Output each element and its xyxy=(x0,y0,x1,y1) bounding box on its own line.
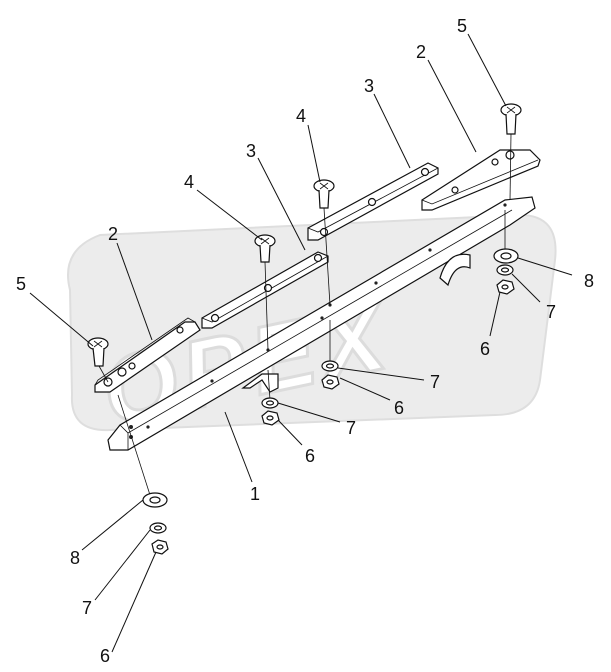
callout-6-right: 6 xyxy=(480,339,490,359)
callout-6-bottom: 6 xyxy=(100,646,110,666)
bolt-5-right xyxy=(500,103,522,135)
bolt-4-right xyxy=(313,179,335,209)
callout-6-mid-a: 6 xyxy=(305,446,315,466)
callout-2-right: 2 xyxy=(416,42,426,62)
lockwasher-7-mid-b xyxy=(321,360,339,372)
lockwasher-7-mid-a xyxy=(261,397,279,409)
leader-lines xyxy=(29,33,573,653)
callout-8-right: 8 xyxy=(584,271,594,291)
callout-5-left: 5 xyxy=(16,274,26,294)
lockwasher-7-bottom xyxy=(149,522,167,534)
bolt-5-left xyxy=(87,337,109,367)
assembly-lines xyxy=(98,133,512,496)
callout-1: 1 xyxy=(250,484,260,504)
callout-3-left: 3 xyxy=(246,141,256,161)
callout-5-right: 5 xyxy=(457,16,467,36)
callout-6-mid-b: 6 xyxy=(394,398,404,418)
nut-6-mid-a xyxy=(261,410,280,426)
callout-4-right: 4 xyxy=(296,106,306,126)
nut-6-bottom xyxy=(151,539,169,555)
callout-3-right: 3 xyxy=(364,76,374,96)
callout-8-bottom: 8 xyxy=(70,548,80,568)
callout-7-mid-b: 7 xyxy=(430,372,440,392)
callout-7-mid-a: 7 xyxy=(346,418,356,438)
plate-3-left xyxy=(201,251,329,329)
callout-7-right: 7 xyxy=(546,302,556,322)
callout-labels: 5 2 4 3 4 3 2 5 1 7 6 7 6 8 7 6 8 7 6 xyxy=(16,16,594,666)
washer-8-bottom xyxy=(142,492,168,508)
washer-8-right xyxy=(493,248,519,264)
plate-2-left xyxy=(94,317,201,393)
plate-3-right xyxy=(307,162,439,241)
lockwasher-7-right xyxy=(496,264,514,276)
main-rail xyxy=(107,196,536,451)
callout-7-bottom: 7 xyxy=(82,598,92,618)
callout-2-left: 2 xyxy=(108,224,118,244)
nut-6-right xyxy=(496,279,515,295)
nut-6-mid-b xyxy=(321,374,340,390)
callout-4-left: 4 xyxy=(184,172,194,192)
